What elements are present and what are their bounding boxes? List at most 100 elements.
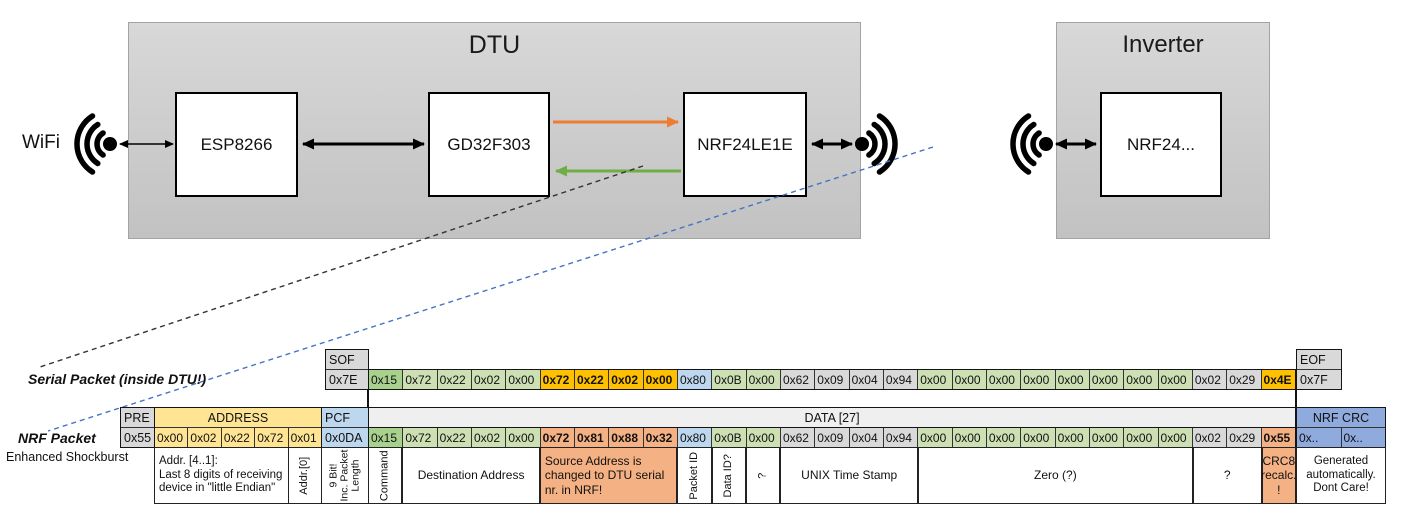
pcf-value: 0x0DA bbox=[322, 427, 368, 447]
byte-cell: 0x02 bbox=[470, 428, 506, 447]
byte-cell: 0x72 bbox=[254, 428, 288, 447]
byte-cell: 0x00 bbox=[505, 370, 540, 389]
pcf-header: PCF bbox=[322, 408, 368, 427]
byte-cell: 0x00 bbox=[951, 370, 986, 389]
byte-cell: 0x72 bbox=[402, 428, 437, 447]
byte-cell: 0x02 bbox=[187, 428, 221, 447]
byte-cell: 0x00 bbox=[951, 428, 986, 447]
serial-sof-block: SOF 0x7E bbox=[325, 349, 369, 390]
note-crc8-recalc: CRC8 recalc. ! bbox=[1261, 447, 1296, 504]
note-crc-generated: Generated automatically. Dont Care! bbox=[1296, 447, 1386, 504]
byte-cell: 0x22 bbox=[220, 428, 255, 447]
address-header: ADDRESS bbox=[155, 408, 321, 427]
note-pcf: 9 Bit! Inc. Packet Length bbox=[321, 447, 369, 504]
byte-cell: 0x00 bbox=[1157, 428, 1192, 447]
pre-header: PRE bbox=[121, 408, 154, 427]
byte-cell: 0x88 bbox=[608, 428, 643, 447]
wifi-icon-left bbox=[77, 116, 117, 172]
eof-value: 0x7F bbox=[1297, 369, 1341, 389]
byte-cell: 0x94 bbox=[882, 370, 918, 389]
byte-cell: 0x00 bbox=[917, 370, 952, 389]
byte-cell: 0x.. bbox=[1340, 428, 1385, 447]
byte-cell: 0x4E bbox=[1260, 370, 1295, 389]
byte-cell: 0x00 bbox=[1020, 370, 1055, 389]
byte-cell: 0x02 bbox=[1191, 370, 1227, 389]
byte-cell: 0x62 bbox=[779, 370, 815, 389]
byte-cell: 0x55 bbox=[1260, 428, 1295, 447]
byte-cell: 0x81 bbox=[573, 428, 609, 447]
byte-cell: 0x22 bbox=[573, 370, 609, 389]
serial-eof-block: EOF 0x7F bbox=[1296, 349, 1342, 390]
chip-nrf24le1e: NRF24LE1E bbox=[683, 92, 807, 197]
byte-cell: 0x00 bbox=[917, 428, 952, 447]
byte-cell: 0x0B bbox=[711, 428, 746, 447]
byte-cell: 0x00 bbox=[1123, 370, 1158, 389]
note-unix-time-stamp: UNIX Time Stamp bbox=[780, 447, 918, 504]
note-: ? bbox=[1192, 447, 1262, 504]
note-zero: Zero (?) bbox=[917, 447, 1193, 504]
note-address: Addr. [4..1]: Last 8 digits of receiving… bbox=[154, 447, 289, 504]
byte-cell: 0x00 bbox=[745, 370, 780, 389]
note-addr0: Addr.[0] bbox=[288, 447, 322, 504]
connector-left bbox=[367, 390, 369, 407]
pre-value: 0x55 bbox=[121, 427, 154, 447]
nrf-crc-header: NRF CRC bbox=[1297, 408, 1385, 427]
note-packet-id: Packet ID bbox=[677, 447, 712, 504]
byte-cell: 0x01 bbox=[287, 428, 322, 447]
eof-header: EOF bbox=[1297, 350, 1341, 369]
dtu-title: DTU bbox=[468, 31, 521, 59]
byte-cell: 0x04 bbox=[848, 370, 883, 389]
byte-cell: 0x00 bbox=[1054, 370, 1089, 389]
nrf-crc-block: NRF CRC 0x..0x.. bbox=[1296, 407, 1386, 448]
sof-value: 0x7E bbox=[326, 369, 368, 389]
byte-cell: 0x00 bbox=[1123, 428, 1158, 447]
nrf-crc-cells: 0x..0x.. bbox=[1297, 427, 1385, 447]
serial-packet-label: Serial Packet (inside DTU!) bbox=[28, 371, 207, 387]
byte-cell: 0x09 bbox=[814, 428, 849, 447]
byte-cell: 0x02 bbox=[1191, 428, 1227, 447]
byte-cell: 0x80 bbox=[676, 428, 712, 447]
nrf-packet-label: NRF Packet bbox=[18, 430, 96, 446]
note-destination-address: Destination Address bbox=[402, 447, 540, 504]
byte-cell: 0x09 bbox=[814, 370, 849, 389]
byte-cell: 0x94 bbox=[882, 428, 918, 447]
byte-cell: 0x80 bbox=[676, 370, 712, 389]
note-command: Command bbox=[368, 447, 403, 504]
inverter-title: Inverter bbox=[1122, 31, 1204, 58]
byte-cell: 0x00 bbox=[985, 370, 1021, 389]
byte-cell: 0x00 bbox=[1088, 428, 1124, 447]
byte-cell: 0x00 bbox=[642, 370, 677, 389]
connector-right bbox=[1295, 390, 1297, 407]
byte-cell: 0x32 bbox=[642, 428, 677, 447]
byte-cell: 0x29 bbox=[1226, 370, 1261, 389]
nrf-data-header: DATA [27] bbox=[368, 407, 1296, 428]
wifi-icon-dtu-right bbox=[855, 116, 895, 172]
byte-cell: 0x62 bbox=[779, 428, 815, 447]
byte-cell: 0x00 bbox=[985, 428, 1021, 447]
byte-cell: 0x72 bbox=[402, 370, 437, 389]
byte-cell: 0x00 bbox=[505, 428, 540, 447]
note-source-address-is-changed-to-dtu-serial-nr-in-nrf: Source Address is changed to DTU serial … bbox=[539, 447, 678, 504]
byte-cell: 0x22 bbox=[436, 370, 471, 389]
byte-cell: 0x72 bbox=[539, 370, 574, 389]
byte-cell: 0x72 bbox=[539, 428, 574, 447]
wifi-icon-inverter bbox=[1013, 116, 1053, 172]
chip-esp8266: ESP8266 bbox=[175, 92, 298, 197]
byte-cell: 0x00 bbox=[745, 428, 780, 447]
byte-cell: 0x00 bbox=[1020, 428, 1055, 447]
sof-header: SOF bbox=[326, 350, 368, 369]
chip-inverter-nrf24: NRF24... bbox=[1100, 92, 1222, 197]
note-data-id: Data ID? bbox=[711, 447, 747, 504]
nrf-pre-block: PRE 0x55 bbox=[120, 407, 155, 448]
byte-cell: 0x.. bbox=[1297, 428, 1341, 447]
byte-cell: 0x00 bbox=[155, 428, 188, 447]
chip-gd32f303: GD32F303 bbox=[428, 92, 550, 197]
byte-cell: 0x04 bbox=[848, 428, 883, 447]
byte-cell: 0x02 bbox=[470, 370, 506, 389]
byte-cell: 0x00 bbox=[1088, 370, 1124, 389]
